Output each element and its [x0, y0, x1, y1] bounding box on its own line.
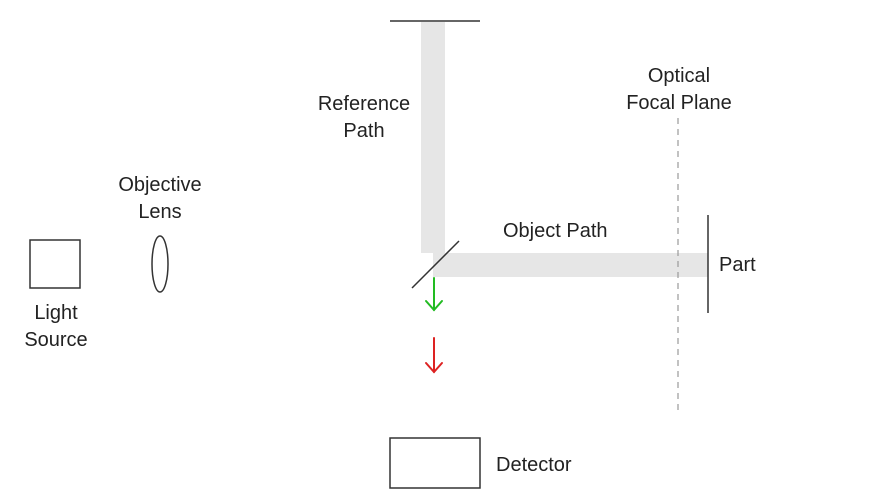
object-beam: [433, 253, 708, 277]
detector-box: [389, 437, 481, 489]
light-source-label: Light Source: [24, 302, 88, 351]
reference-path-label: Reference Path: [317, 93, 411, 142]
beam-splitter: [411, 240, 460, 289]
part-label: Part: [719, 254, 756, 276]
green-arrow-icon: [425, 277, 443, 312]
reference-beam: [421, 22, 445, 253]
object-path-label: Object Path: [503, 220, 608, 242]
light-source-box: [29, 239, 81, 289]
optical-focal-plane-label: Optical Focal Plane: [626, 65, 732, 114]
objective-lens-label: Objective Lens: [118, 174, 202, 223]
objective-lens-shape: [151, 235, 169, 293]
detector-label: Detector: [496, 454, 572, 476]
red-arrow-icon: [425, 337, 443, 374]
